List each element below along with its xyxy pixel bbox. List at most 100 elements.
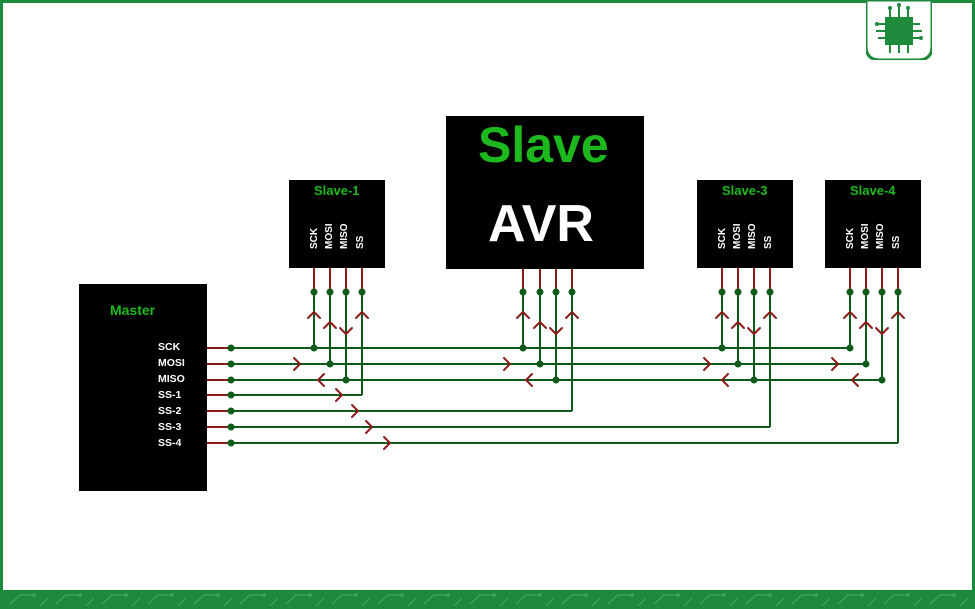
slave3-arrow-1 <box>731 321 745 329</box>
footer-trace-node <box>216 593 220 597</box>
slave4-arrow-miso <box>875 327 889 335</box>
footer-trace <box>515 594 555 607</box>
slave3-bus-node-2 <box>750 376 758 384</box>
slave4-pin-miso: MISO <box>875 223 886 249</box>
footer-trace-node <box>630 593 634 597</box>
footer-trace <box>147 594 187 607</box>
master-node-mosi <box>227 360 235 368</box>
footer-trace <box>239 594 279 607</box>
slave1-pin-miso: MISO <box>339 223 350 249</box>
footer-trace-node <box>584 593 588 597</box>
slave1-title: Slave-1 <box>314 183 360 198</box>
slave1-bus-node-0 <box>310 344 318 352</box>
slave4-pin-mosi: MOSI <box>860 223 871 249</box>
slave4-arrow-1 <box>859 321 873 329</box>
slave1-pin-node-2 <box>342 288 350 296</box>
footer-trace <box>101 594 141 607</box>
slave1-arrow-miso <box>339 327 353 335</box>
slave1-chip <box>289 180 385 268</box>
footer-trace-node <box>768 593 772 597</box>
footer-trace-node <box>78 593 82 597</box>
slave4-bus-node-0 <box>846 344 854 352</box>
footer-trace <box>285 594 325 607</box>
footer-trace <box>653 594 693 607</box>
master-pin-sck: SCK <box>158 341 181 353</box>
avr-pin-node-3 <box>568 288 576 296</box>
footer-trace <box>469 594 509 607</box>
footer-trace <box>883 594 923 607</box>
microchip-logo-icon <box>864 0 934 62</box>
footer-trace-node <box>538 593 542 597</box>
footer-trace-node <box>354 593 358 597</box>
slave1-pin-ss: SS <box>355 235 366 249</box>
slave3-pin-node-3 <box>766 288 774 296</box>
arrow-miso-2 <box>721 373 729 387</box>
footer-trace <box>607 594 647 607</box>
slave3-pin-node-1 <box>734 288 742 296</box>
footer-trace <box>55 594 95 607</box>
avr-arrow-3 <box>565 311 579 319</box>
slave1-arrow-3 <box>355 311 369 319</box>
slave4-pin-ss: SS <box>891 235 902 249</box>
slave3-bus-node-1 <box>734 360 742 368</box>
avr-bus-node-1 <box>536 360 544 368</box>
master-chip <box>79 284 207 491</box>
master-node-sck <box>227 344 235 352</box>
footer-trace <box>837 594 877 607</box>
arrow-miso-0 <box>317 373 325 387</box>
footer-trace <box>699 594 739 607</box>
footer-trace-node <box>32 593 36 597</box>
footer-circuit-band <box>0 590 975 609</box>
slave3-arrow-miso <box>747 327 761 335</box>
footer-trace-node <box>814 593 818 597</box>
avr-pin-node-2 <box>552 288 560 296</box>
slave4-arrow-0 <box>843 311 857 319</box>
footer-trace <box>745 594 785 607</box>
slave3-chip <box>697 180 793 268</box>
slave4-pin-sck: SCK <box>845 227 856 249</box>
footer-trace <box>423 594 463 607</box>
slave3-pin-mosi: MOSI <box>732 223 743 249</box>
slave1-pin-mosi: MOSI <box>324 223 335 249</box>
footer-trace <box>9 594 49 607</box>
slave1-pin-node-3 <box>358 288 366 296</box>
footer-trace-node <box>170 593 174 597</box>
arrow-miso-3 <box>851 373 859 387</box>
slave1-arrow-0 <box>307 311 321 319</box>
slave3-pin-miso: MISO <box>747 223 758 249</box>
slave3-arrow-0 <box>715 311 729 319</box>
footer-trace <box>929 594 969 607</box>
master-pin-ss3: SS-3 <box>158 421 182 433</box>
master-node-miso <box>227 376 235 384</box>
footer-trace <box>561 594 601 607</box>
slave3-title: Slave-3 <box>722 183 768 198</box>
master-node-ss4 <box>227 439 235 447</box>
footer-trace-node <box>676 593 680 597</box>
master-pin-miso: MISO <box>158 373 185 385</box>
slave1-pin-sck: SCK <box>309 227 320 249</box>
master-pin-ss2: SS-2 <box>158 405 182 417</box>
footer-trace-node <box>906 593 910 597</box>
slave4-title: Slave-4 <box>850 183 896 198</box>
slave1-bus-node-1 <box>326 360 334 368</box>
avr-pin-node-1 <box>536 288 544 296</box>
master-node-ss2 <box>227 407 235 415</box>
slave1-bus-node-2 <box>342 376 350 384</box>
footer-trace-node <box>722 593 726 597</box>
avr-subtitle: AVR <box>488 195 594 253</box>
master-title: Master <box>110 302 156 318</box>
footer-trace <box>193 594 233 607</box>
footer-trace-node <box>262 593 266 597</box>
slave1-pin-node-1 <box>326 288 334 296</box>
avr-pin-node-0 <box>519 288 527 296</box>
slave4-bus-node-2 <box>878 376 886 384</box>
avr-arrow-miso <box>549 327 563 335</box>
slave3-pin-sck: SCK <box>717 227 728 249</box>
slave1-arrow-1 <box>323 321 337 329</box>
footer-trace-node <box>952 593 956 597</box>
footer-trace-node <box>860 593 864 597</box>
arrow-ss2-0 <box>351 404 359 418</box>
slave1-pin-node-0 <box>310 288 318 296</box>
